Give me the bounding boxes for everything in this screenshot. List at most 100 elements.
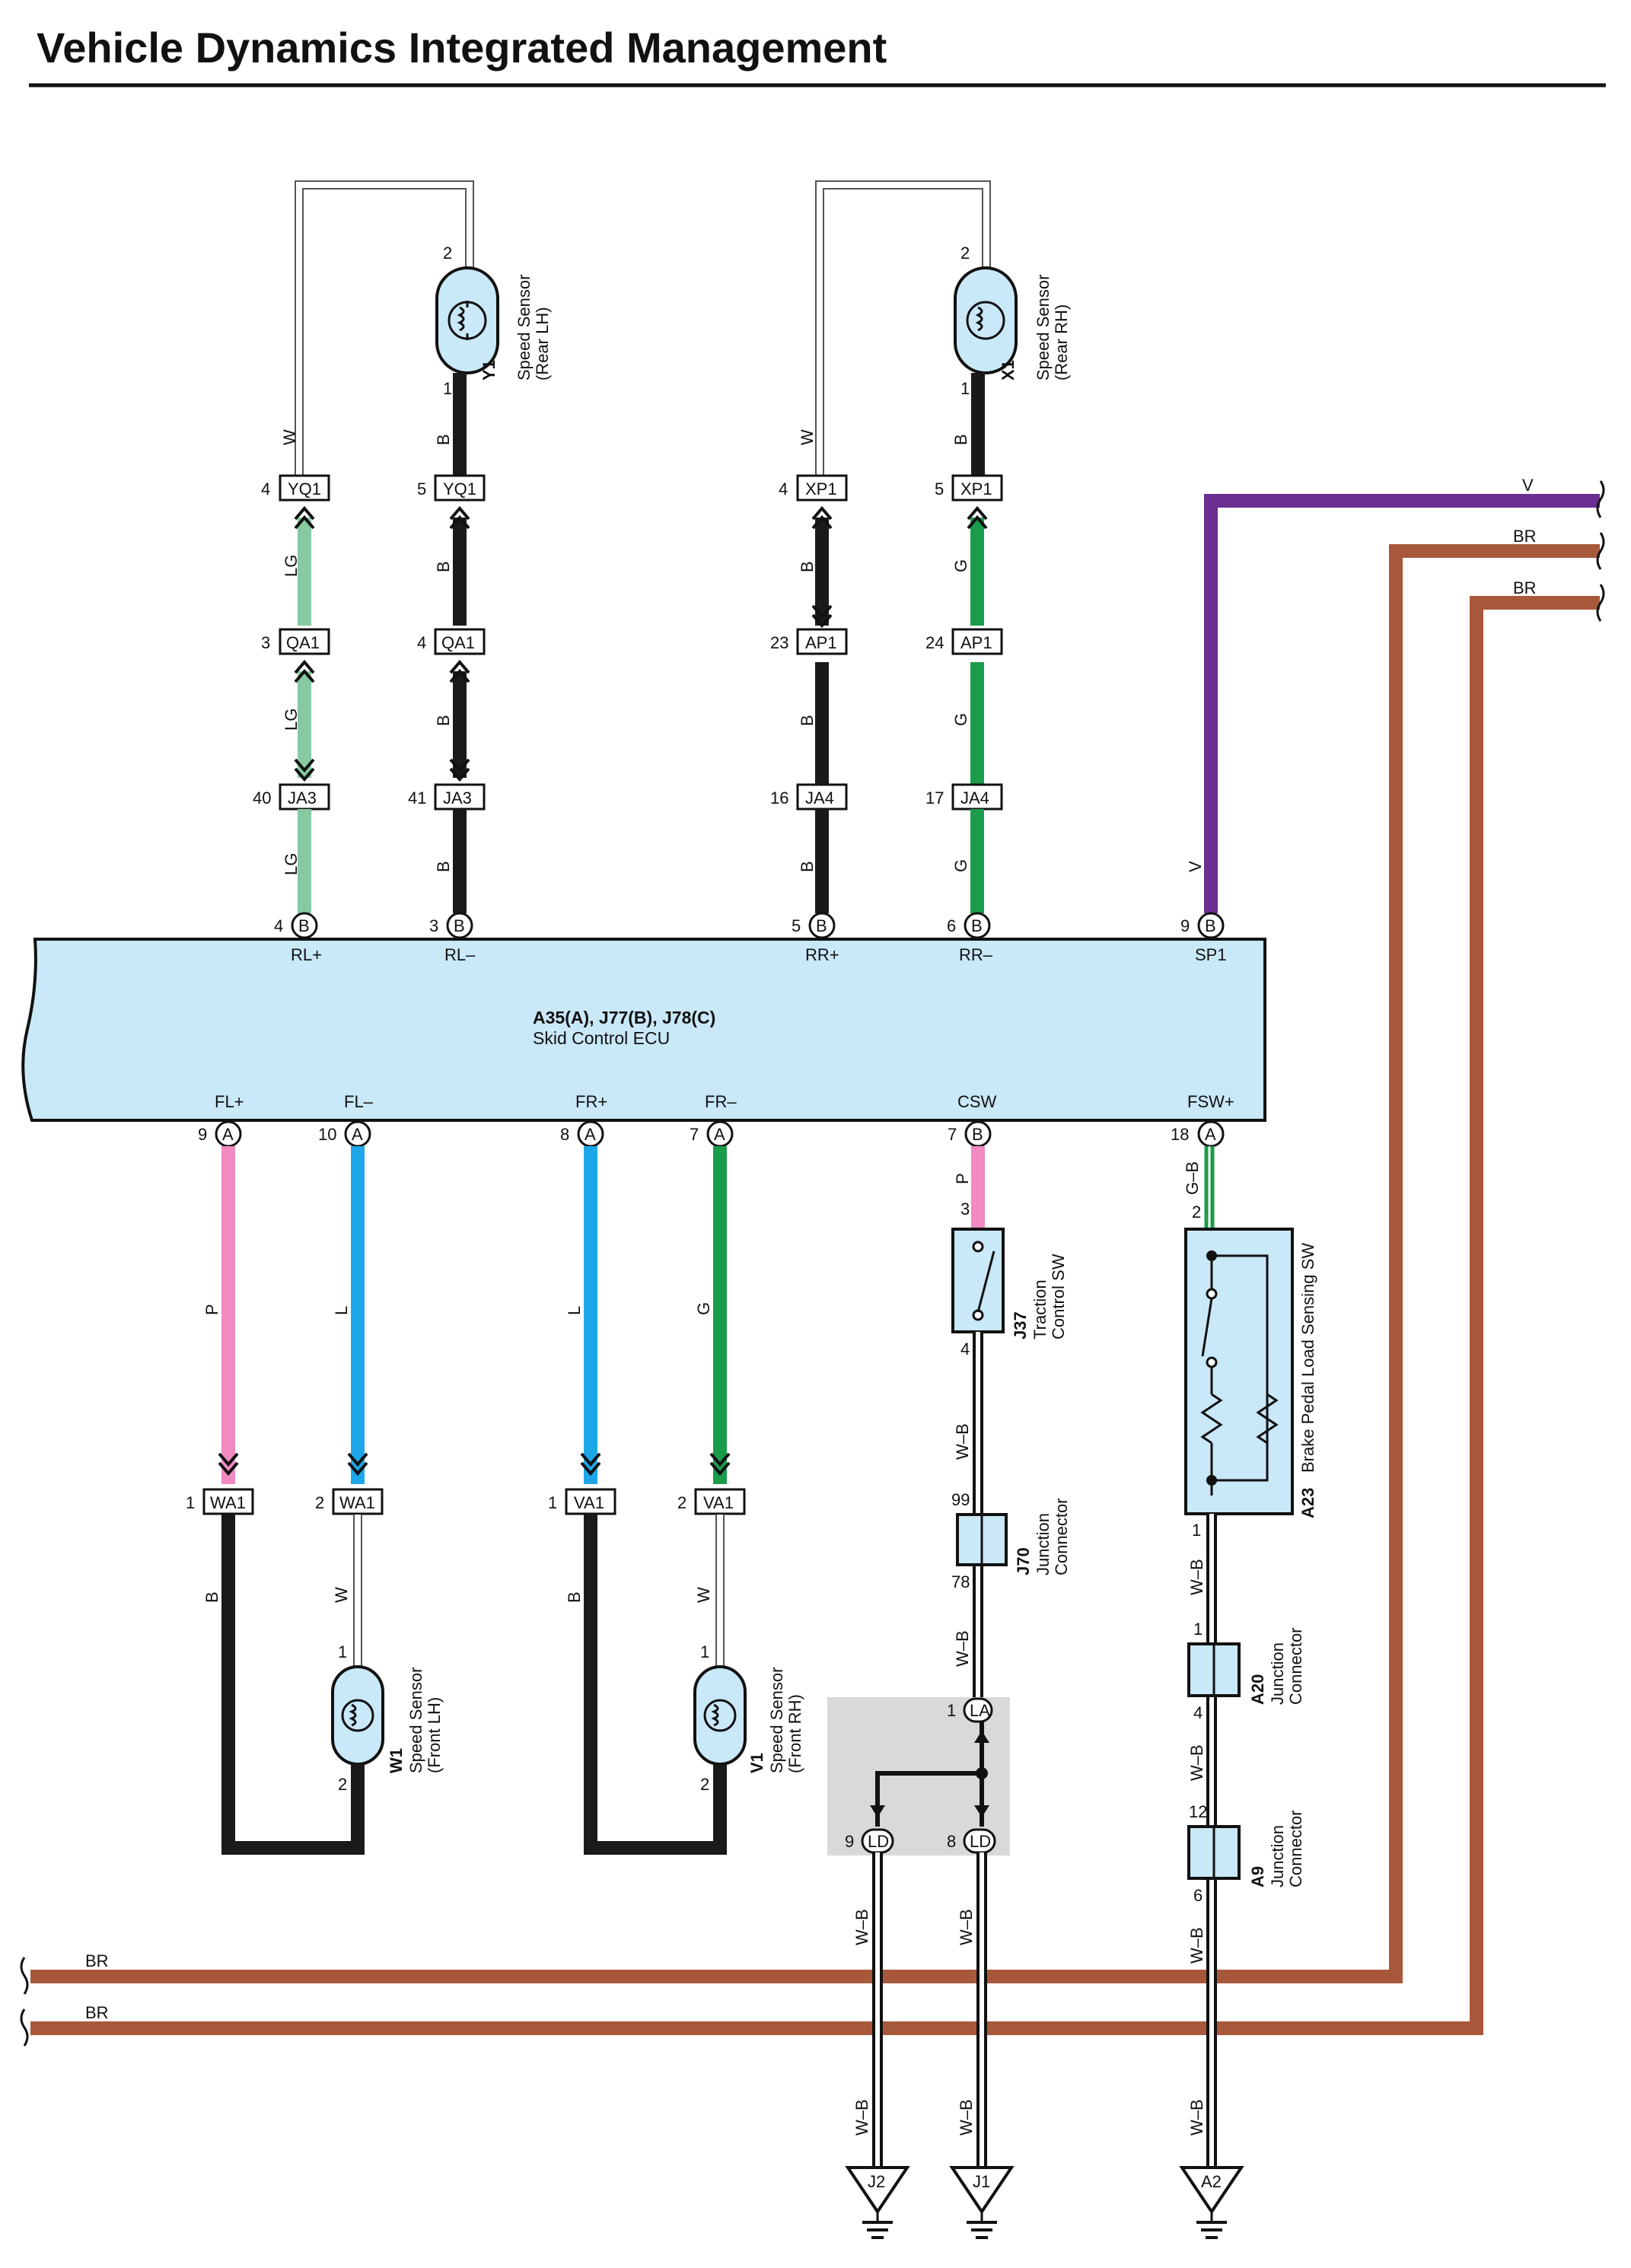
wire-br-1 — [30, 544, 1600, 1983]
diagram-label: QA1 — [286, 633, 320, 652]
connector-ja3-b: JA3 41 — [408, 783, 486, 811]
diagram-label: W — [280, 429, 299, 445]
diagram-label: B — [202, 1591, 221, 1603]
ecu-terminal-rr-plus: B 5 RR+ — [792, 912, 839, 964]
diagram-label: W–B — [1187, 2099, 1206, 2136]
diagram-label: CSW — [957, 1092, 997, 1111]
x1-speed-sensor — [954, 266, 1018, 374]
ecu-terminal-fr-plus: A 8 FR+ — [560, 1092, 607, 1148]
diagram-label: L — [565, 1306, 584, 1315]
w1-code: W1 — [387, 1748, 406, 1773]
diagram-label: 2 — [677, 1493, 686, 1512]
w1-speed-sensor — [331, 1665, 384, 1766]
diagram-label: V — [1522, 476, 1534, 495]
ecu-name: Skid Control ECU — [533, 1028, 670, 1048]
diagram-label: B — [434, 861, 453, 872]
ecu-terminal-rr-minus: B 6 RR– — [947, 912, 993, 964]
diagram-label: W–B — [953, 1423, 972, 1460]
ground-j1: J1 — [949, 2166, 1015, 2239]
diagram-label: B — [798, 715, 817, 726]
diagram-label: 1 — [1192, 1521, 1201, 1540]
ground-a2: A2 — [1179, 2166, 1244, 2239]
connector-wa1-b: WA1 2 — [315, 1488, 384, 1515]
diagram-label: W — [332, 1587, 351, 1603]
diagram-label: LA — [970, 1701, 990, 1720]
diagram-label: VA1 — [574, 1493, 604, 1512]
diagram-label: B — [454, 916, 465, 935]
diagram-label: B — [434, 434, 453, 445]
diagram-label: XP1 — [805, 479, 837, 499]
y1-white-loop — [295, 180, 474, 483]
x1-pin-2: 2 — [960, 244, 970, 263]
diagram-label: Junction — [1268, 1825, 1287, 1887]
diagram-label: 4 — [779, 479, 788, 499]
diagram-label: BR — [85, 1951, 109, 1970]
diagram-label: 7 — [690, 1125, 699, 1144]
diagram-label: W–B — [957, 1909, 976, 1945]
connector-ap1-b: AP1 24 — [925, 628, 1003, 655]
diagram-label: J1 — [973, 2172, 990, 2191]
diagram-label: A — [222, 1125, 234, 1144]
diagram-label: 4 — [960, 1339, 970, 1359]
diagram-label: FL– — [344, 1092, 374, 1111]
connector-ap1-a: AP1 23 — [770, 628, 848, 655]
diagram-label: B — [951, 434, 970, 445]
a20-junction-connector — [1187, 1642, 1241, 1697]
y1-name2: (Rear LH) — [533, 307, 552, 381]
diagram-label: J2 — [868, 2172, 885, 2191]
ecu-terminal-fr-minus: A 7 FR– — [690, 1092, 737, 1148]
diagram-label: LG — [282, 555, 301, 577]
diagram-label: 24 — [925, 633, 944, 652]
a23-brake-pedal-load-sensing-switch — [1184, 1228, 1294, 1515]
ecu-terminal-rl-plus: B 4 RL+ — [274, 912, 322, 964]
diagram-label: BR — [1513, 527, 1537, 546]
diagram-label: B — [434, 561, 453, 572]
connector-ld-9: LD 9 — [845, 1828, 894, 1854]
diagram-label: 1 — [548, 1493, 557, 1512]
diagram-label: FL+ — [215, 1092, 244, 1111]
diagram-label: 2 — [338, 1775, 347, 1794]
diagram-label: 6 — [947, 916, 956, 935]
diagram-label: LD — [868, 1832, 889, 1851]
diagram-label: 1 — [1193, 1620, 1203, 1639]
diagram-label: B — [434, 715, 453, 726]
diagram-label: W–B — [1187, 1744, 1206, 1781]
diagram-label: 4 — [417, 633, 426, 652]
diagram-label: 4 — [274, 916, 283, 935]
diagram-label: 2 — [1192, 1202, 1201, 1222]
diagram-label: JA4 — [805, 788, 834, 807]
connector-yq1-a: YQ1 4 — [261, 474, 330, 502]
diagram-label: B — [298, 916, 310, 935]
diagram-label: 1 — [947, 1701, 956, 1720]
ecu-terminal-fl-minus: A 10 FL– — [318, 1092, 374, 1148]
diagram-label: YQ1 — [443, 479, 476, 499]
diagram-label: AP1 — [960, 633, 992, 652]
diagram-label: A9 — [1248, 1866, 1267, 1887]
wire-v — [1204, 494, 1600, 913]
diagram-label: XP1 — [960, 479, 992, 499]
diagram-label: L — [332, 1306, 351, 1315]
diagram-label: 3 — [429, 916, 438, 935]
diagram-label: B — [798, 561, 817, 572]
connector-ja3-a: JA3 40 — [253, 783, 330, 811]
diagram-label: BR — [1513, 578, 1537, 597]
connector-wa1-a: WA1 1 — [186, 1488, 254, 1515]
diagram-label: FSW+ — [1187, 1092, 1234, 1111]
diagram-label: B — [798, 861, 817, 872]
connector-ld-8: LD 8 — [947, 1828, 996, 1854]
diagram-label: 78 — [951, 1572, 970, 1591]
v1-name: Speed Sensor — [767, 1668, 786, 1773]
diagram-label: WA1 — [339, 1493, 375, 1512]
diagram-label: YQ1 — [288, 479, 321, 499]
diagram-label: V — [1186, 861, 1205, 872]
connector-ja4-a: JA4 16 — [770, 783, 848, 811]
wire-v1-b-loop — [584, 1515, 727, 1855]
ground-j2: J2 — [845, 2166, 910, 2239]
connector-yq1-b: YQ1 5 — [417, 474, 486, 502]
diagram-label: G — [951, 859, 970, 872]
diagram-label: Connector — [1052, 1498, 1071, 1575]
y1-speed-sensor — [435, 266, 499, 374]
diagram-label: 5 — [792, 916, 801, 935]
diagram-label: W–B — [1187, 1559, 1206, 1595]
j70-junction-connector — [956, 1513, 1008, 1566]
